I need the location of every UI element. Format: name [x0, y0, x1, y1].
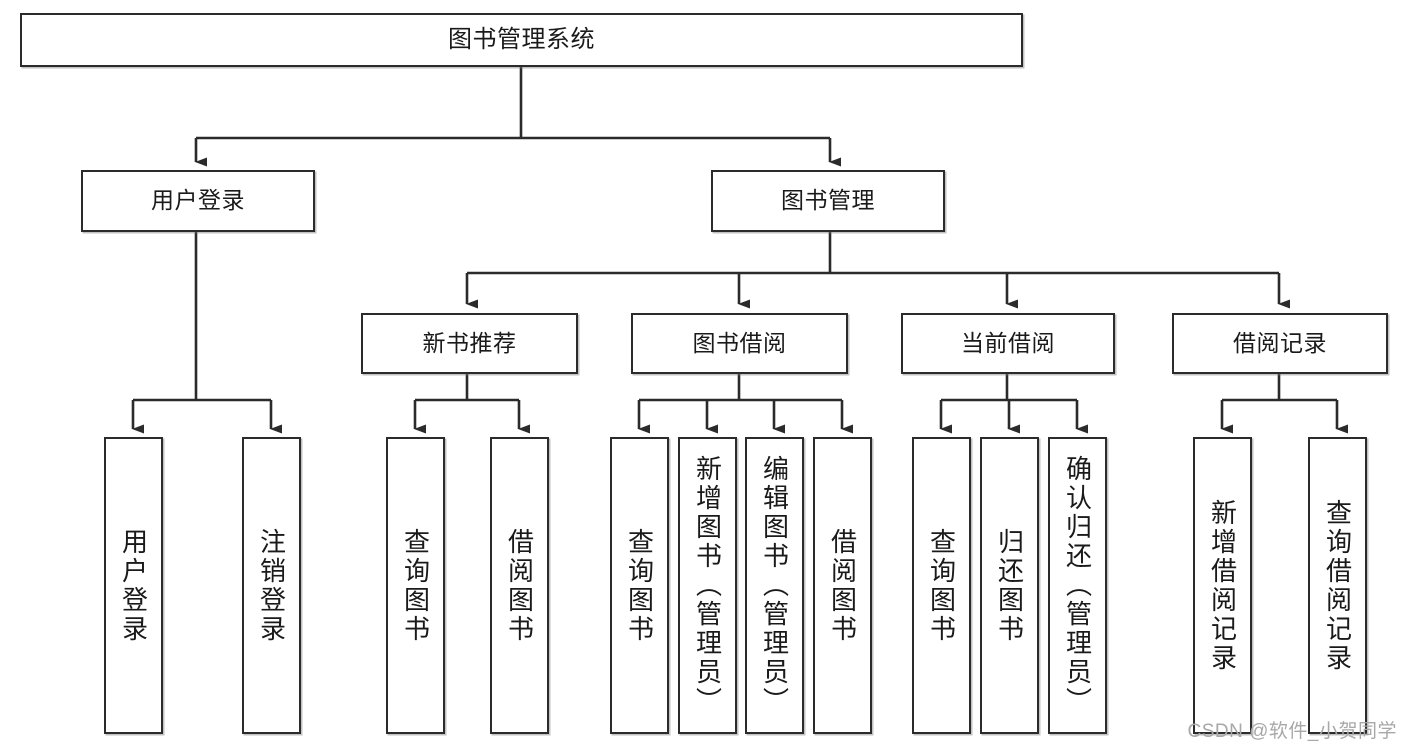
node-root-label: 图书管理系统	[448, 25, 595, 53]
node-leaf-return-book[interactable]: 归还图书	[980, 437, 1039, 734]
node-leaf-query-book-1-label: 查询图书	[400, 527, 431, 644]
node-new-book-recommend[interactable]: 新书推荐	[361, 313, 578, 374]
node-leaf-add-book[interactable]: 新增图书（管理员）	[678, 437, 737, 734]
node-leaf-borrow-book-1-label: 借阅图书	[504, 527, 535, 644]
node-leaf-query-book-3[interactable]: 查询图书	[912, 437, 971, 734]
node-leaf-borrow-book-1[interactable]: 借阅图书	[490, 437, 549, 734]
node-borrow-record-label: 借阅记录	[1233, 329, 1327, 356]
node-leaf-query-book-3-label: 查询图书	[926, 527, 957, 644]
node-leaf-add-record-label: 新增借阅记录	[1207, 498, 1238, 673]
node-leaf-borrow-book-2[interactable]: 借阅图书	[813, 437, 872, 734]
node-book-manage-label: 图书管理	[781, 187, 875, 214]
node-current-borrow-label: 当前借阅	[961, 329, 1055, 356]
node-leaf-query-book-2[interactable]: 查询图书	[610, 437, 669, 734]
node-current-borrow[interactable]: 当前借阅	[901, 313, 1115, 374]
node-leaf-add-record[interactable]: 新增借阅记录	[1193, 437, 1252, 734]
node-leaf-query-book-2-label: 查询图书	[624, 527, 655, 644]
node-leaf-borrow-book-2-label: 借阅图书	[827, 527, 858, 644]
node-leaf-logout-label: 注销登录	[256, 527, 287, 644]
node-leaf-edit-book[interactable]: 编辑图书（管理员）	[745, 437, 804, 734]
node-new-book-recommend-label: 新书推荐	[422, 329, 517, 356]
node-user-login-label: 用户登录	[151, 187, 245, 214]
node-leaf-return-book-label: 归还图书	[994, 527, 1025, 644]
node-book-borrow-label: 图书借阅	[692, 329, 787, 356]
node-leaf-user-login[interactable]: 用户登录	[104, 437, 163, 734]
node-root[interactable]: 图书管理系统	[20, 13, 1023, 67]
node-leaf-confirm-return[interactable]: 确认归还（管理员）	[1048, 437, 1107, 734]
node-leaf-query-record-label: 查询借阅记录	[1322, 498, 1353, 673]
node-leaf-user-login-label: 用户登录	[118, 527, 149, 644]
node-book-manage[interactable]: 图书管理	[711, 170, 945, 232]
node-borrow-record[interactable]: 借阅记录	[1172, 313, 1388, 374]
node-leaf-confirm-return-label: 确认归还（管理员）	[1062, 455, 1093, 716]
node-book-borrow[interactable]: 图书借阅	[631, 313, 848, 374]
node-leaf-logout[interactable]: 注销登录	[242, 437, 301, 734]
node-user-login[interactable]: 用户登录	[81, 170, 315, 232]
node-leaf-query-book-1[interactable]: 查询图书	[386, 437, 445, 734]
node-leaf-edit-book-label: 编辑图书（管理员）	[759, 455, 790, 716]
node-leaf-add-book-label: 新增图书（管理员）	[692, 455, 723, 716]
node-leaf-query-record[interactable]: 查询借阅记录	[1308, 437, 1367, 734]
